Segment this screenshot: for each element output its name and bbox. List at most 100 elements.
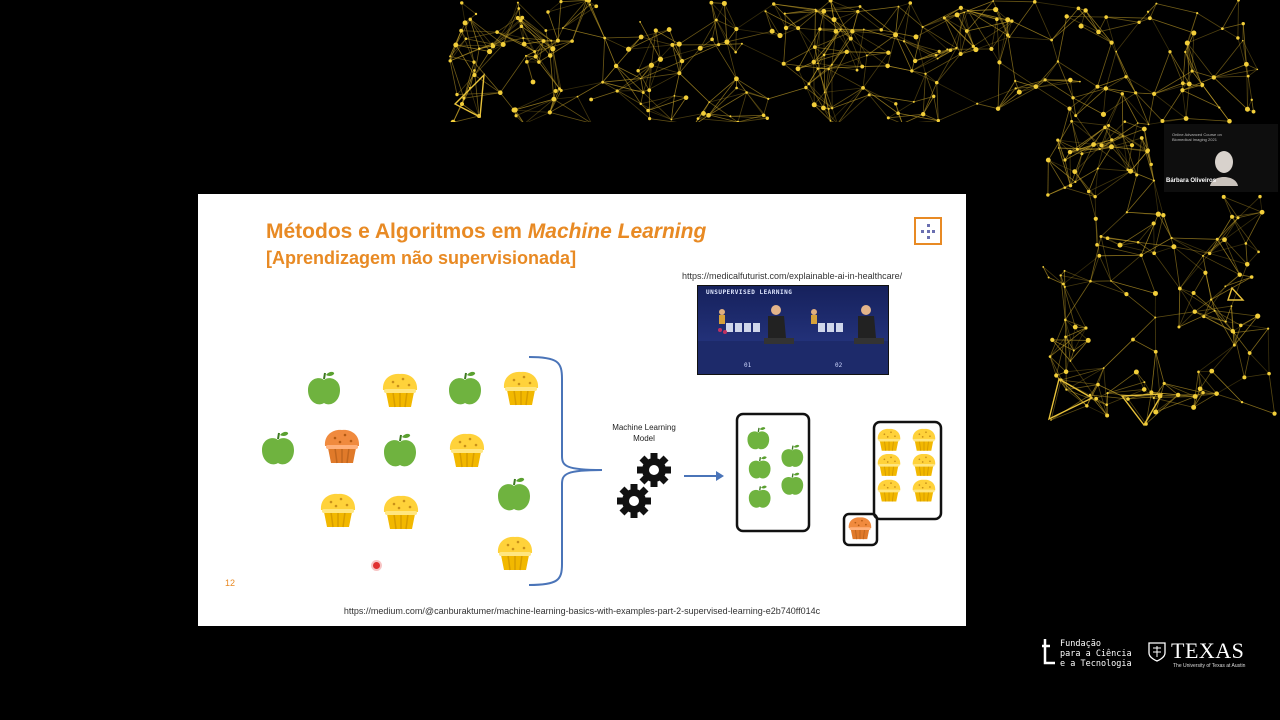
network-link: [1051, 339, 1071, 362]
network-node: [867, 93, 871, 97]
network-node: [1061, 282, 1065, 286]
network-link: [944, 17, 962, 55]
network-link: [817, 31, 837, 69]
network-node: [1177, 286, 1182, 291]
network-node: [1256, 68, 1259, 71]
network-node: [1191, 291, 1196, 296]
network-link: [1106, 389, 1145, 406]
network-node: [886, 50, 891, 55]
network-link: [1233, 332, 1245, 378]
network-link: [1198, 371, 1217, 394]
network-link: [1105, 88, 1136, 94]
network-link: [1162, 118, 1187, 122]
network-node: [921, 25, 924, 29]
network-link: [651, 30, 657, 66]
network-node: [817, 62, 819, 65]
network-node: [1133, 369, 1139, 375]
network-node: [1251, 109, 1256, 114]
network-node: [1005, 33, 1010, 37]
network-link: [1062, 283, 1076, 328]
network-link: [1214, 310, 1235, 346]
network-link: [1111, 139, 1129, 170]
network-link: [1195, 393, 1217, 397]
source-url-bottom: https://medium.com/@canburaktumer/machin…: [343, 606, 821, 616]
network-link: [1137, 223, 1154, 243]
network-node: [1168, 50, 1172, 54]
network-link: [1066, 16, 1107, 18]
network-link: [1105, 76, 1127, 89]
network-node: [948, 48, 953, 52]
network-link: [1122, 135, 1133, 146]
network-link: [716, 3, 725, 21]
network-link: [549, 111, 592, 124]
network-node: [1170, 236, 1173, 240]
network-link: [710, 2, 720, 45]
network-link: [708, 78, 737, 116]
network-link: [736, 3, 774, 30]
network-link: [862, 55, 868, 88]
network-link: [1163, 383, 1179, 396]
network-node: [1124, 292, 1129, 297]
network-node: [879, 28, 883, 32]
network-node: [1192, 394, 1198, 399]
network-link: [524, 40, 544, 45]
network-link: [1127, 398, 1147, 425]
network-link: [520, 20, 551, 56]
network-node: [646, 108, 650, 113]
network-node: [989, 46, 994, 52]
network-node: [520, 15, 525, 20]
network-node: [897, 5, 900, 8]
network-link: [525, 55, 540, 63]
network-node: [477, 47, 481, 50]
network-link: [814, 30, 853, 48]
network-node: [448, 59, 452, 63]
network-link: [805, 87, 833, 109]
network-link: [967, 9, 996, 12]
network-link: [473, 61, 501, 93]
network-node: [1237, 272, 1242, 277]
network-node: [1068, 183, 1073, 188]
network-link: [1216, 217, 1239, 240]
network-node: [1100, 111, 1107, 117]
network-node: [818, 27, 822, 31]
network-link: [922, 96, 935, 115]
network-node: [1203, 270, 1208, 275]
network-link: [909, 2, 923, 28]
network-link: [549, 96, 578, 113]
network-link: [831, 31, 837, 65]
network-node: [828, 0, 833, 3]
network-link: [1093, 139, 1112, 145]
network-link: [922, 7, 962, 28]
network-node: [1244, 242, 1248, 245]
network-link: [1223, 196, 1239, 219]
network-node: [1141, 126, 1147, 132]
network-link: [862, 52, 889, 89]
network-link: [709, 78, 737, 103]
network-node: [971, 44, 975, 48]
network-node: [1103, 125, 1107, 130]
network-triangle: [1227, 286, 1245, 301]
network-link: [915, 36, 926, 74]
network-link: [831, 108, 838, 124]
network-link: [1072, 88, 1106, 99]
network-link: [991, 20, 1013, 50]
network-node: [1211, 75, 1217, 80]
network-link: [1115, 51, 1127, 77]
network-node: [709, 0, 714, 5]
network-link: [869, 94, 914, 103]
network-link: [1107, 371, 1137, 394]
network-link: [637, 70, 650, 91]
network-link: [1154, 83, 1190, 95]
network-link: [517, 2, 547, 31]
network-link: [615, 65, 642, 79]
network-link: [960, 7, 997, 20]
network-node: [1068, 77, 1073, 83]
network-link: [1199, 388, 1243, 403]
network-node: [740, 42, 743, 45]
network-link: [679, 48, 701, 74]
network-node: [708, 101, 711, 104]
network-link: [617, 78, 642, 92]
network-link: [711, 2, 737, 30]
ut-logo-text: TEXAS: [1171, 638, 1245, 663]
